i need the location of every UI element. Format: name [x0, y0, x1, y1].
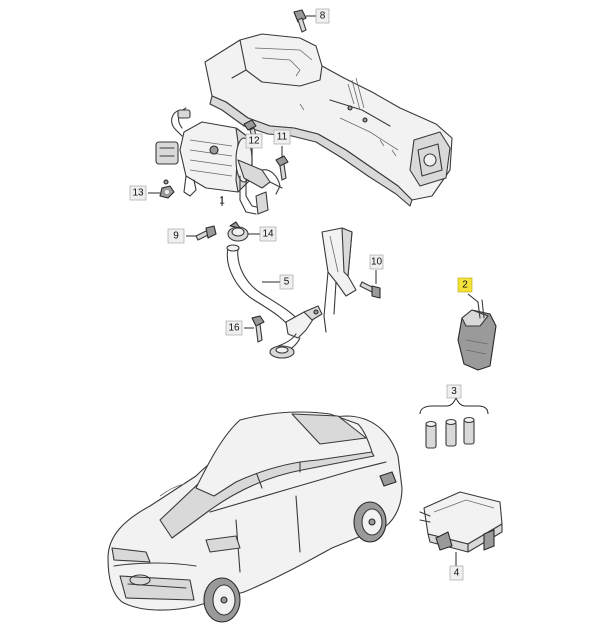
bolt-11 [275, 155, 289, 181]
bolt-8 [293, 9, 307, 33]
leader-lines [148, 15, 479, 566]
svg-text:1: 1 [219, 196, 225, 207]
svg-text:10: 10 [371, 257, 383, 268]
remote-control [457, 299, 497, 371]
crossmember-frame [204, 33, 453, 207]
bolt-10 [195, 225, 217, 241]
callout-9: 10 [369, 254, 384, 270]
callout-3: 3 [446, 384, 462, 399]
callout-13: 13 [129, 185, 147, 201]
batteries [419, 396, 489, 449]
callout-4: 4 [449, 565, 464, 581]
mounting-bracket [321, 227, 357, 333]
car-illustration [107, 411, 403, 623]
svg-text:4: 4 [454, 568, 460, 579]
clamp-14 [227, 221, 249, 242]
callout-8: 8 [315, 8, 330, 24]
bolt-9 [359, 281, 381, 299]
svg-text:11: 11 [277, 132, 288, 143]
callout-1: 1 [219, 196, 225, 207]
callout-10: 9 [167, 228, 185, 244]
callout-11: 11 [273, 129, 291, 145]
svg-text:12: 12 [248, 136, 260, 147]
battery [445, 418, 457, 447]
svg-text:14: 14 [262, 229, 274, 240]
exhaust-pipe [226, 244, 323, 359]
svg-text:8: 8 [320, 11, 326, 22]
bolt-16 [251, 315, 265, 343]
control-unit [419, 491, 503, 553]
battery [425, 420, 437, 449]
battery [463, 416, 475, 445]
svg-text:16: 16 [228, 323, 240, 334]
nut-13 [159, 185, 175, 199]
svg-text:9: 9 [173, 231, 179, 242]
callout-14: 14 [259, 226, 277, 242]
callout-5: 5 [279, 274, 294, 290]
svg-text:5: 5 [284, 277, 290, 288]
svg-text:13: 13 [132, 188, 144, 199]
callout-2: 2 [457, 277, 473, 293]
callout-16: 16 [225, 320, 243, 336]
svg-text:3: 3 [451, 386, 457, 397]
svg-text:2: 2 [462, 280, 468, 291]
callout-12: 12 [245, 133, 263, 149]
